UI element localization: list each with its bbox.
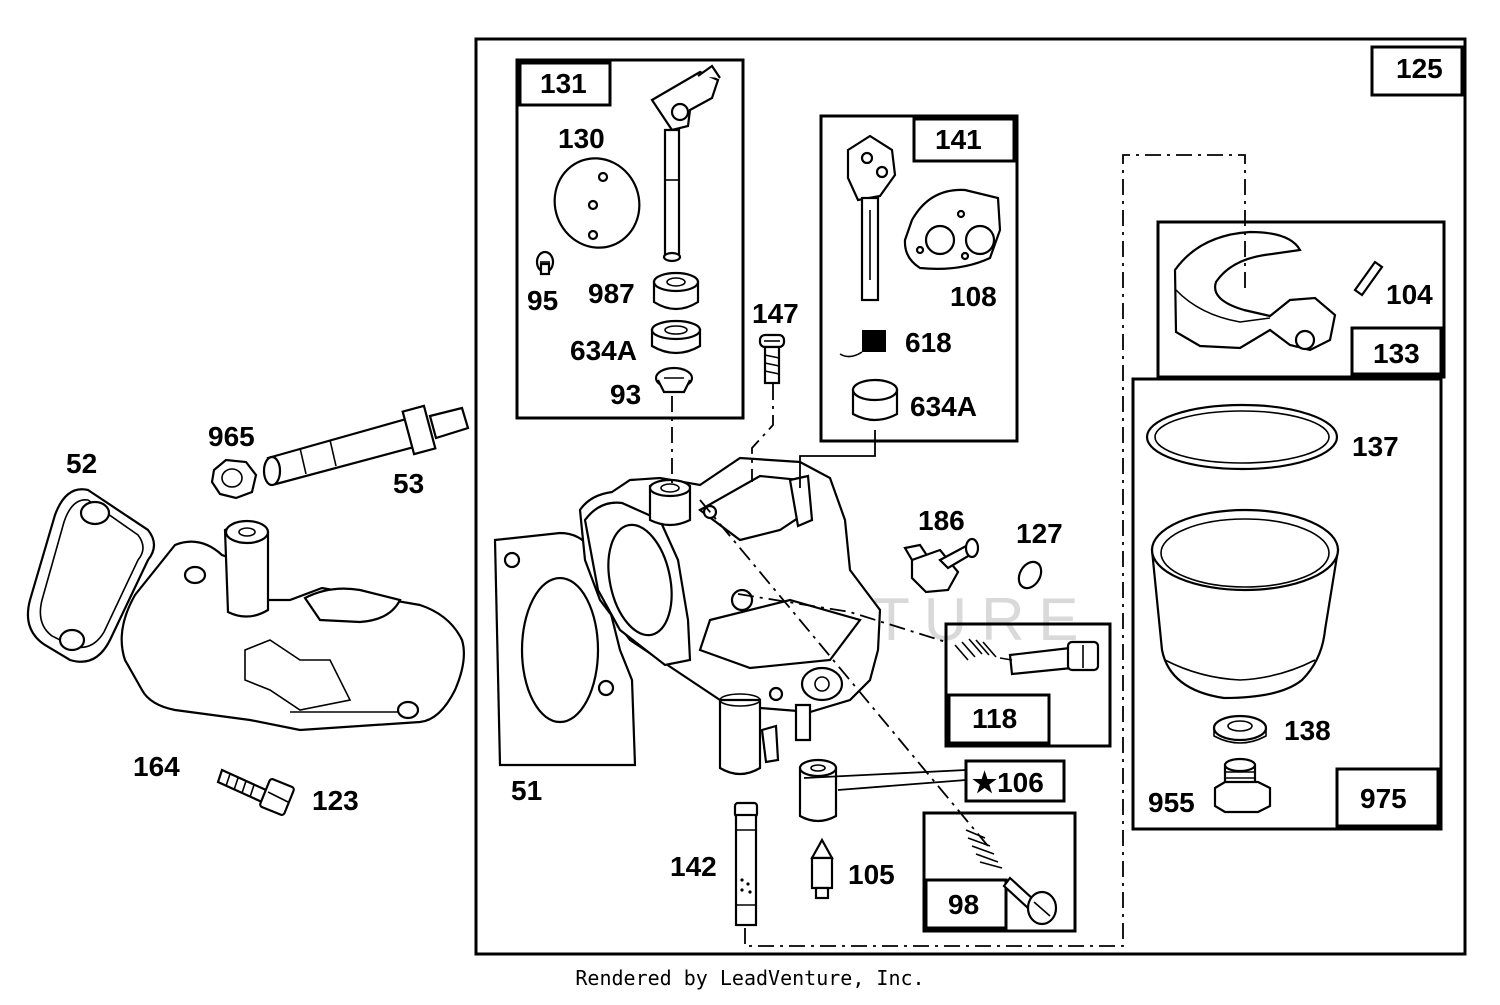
label-box-133 bbox=[1350, 326, 1443, 376]
part-label-118[interactable]: 118 bbox=[972, 703, 1017, 734]
screw-955-drawing[interactable] bbox=[1213, 757, 1272, 814]
part-label-137[interactable]: 137 bbox=[1352, 431, 1399, 462]
dash-line-118 bbox=[737, 593, 947, 643]
part-label-164[interactable]: 164 bbox=[133, 751, 180, 782]
label-box-125 bbox=[1370, 45, 1464, 97]
seal-634a-lower-drawing[interactable] bbox=[851, 378, 899, 422]
line-634a bbox=[799, 430, 876, 488]
label-box-975 bbox=[1335, 767, 1440, 828]
part-label-965[interactable]: 965 bbox=[208, 421, 255, 452]
part-label-955[interactable]: 955 bbox=[1148, 787, 1195, 818]
part-label-142[interactable]: 142 bbox=[670, 851, 717, 882]
carburetor-body-drawing[interactable] bbox=[578, 456, 882, 776]
choke-shaft-drawing[interactable] bbox=[846, 134, 897, 302]
gasket-52-drawing[interactable] bbox=[26, 488, 156, 663]
needle-105-drawing[interactable] bbox=[810, 837, 834, 900]
washer-138-drawing[interactable] bbox=[1212, 714, 1268, 744]
box-975 bbox=[1131, 377, 1443, 831]
kit-frame-125 bbox=[474, 37, 1467, 956]
part-label-634a-lower[interactable]: 634A bbox=[910, 391, 977, 422]
washer-127-drawing[interactable] bbox=[1014, 558, 1045, 592]
part-label-93[interactable]: 93 bbox=[610, 379, 641, 410]
box-133 bbox=[1156, 220, 1446, 379]
box-141 bbox=[819, 114, 1019, 443]
part-label-127[interactable]: 127 bbox=[1016, 518, 1063, 549]
part-label-52[interactable]: 52 bbox=[66, 448, 97, 479]
bowl-drawing[interactable] bbox=[1150, 508, 1340, 700]
label-box-141 bbox=[912, 117, 1016, 163]
part-label-634a-upper[interactable]: 634A bbox=[570, 335, 637, 366]
tube-142-drawing[interactable] bbox=[733, 801, 759, 927]
part-label-106[interactable]: ★106 bbox=[972, 767, 1044, 798]
part-label-51[interactable]: 51 bbox=[511, 775, 542, 806]
spring-98-drawing[interactable] bbox=[965, 829, 1058, 926]
label-box-98 bbox=[924, 878, 1008, 930]
label-box-118 bbox=[947, 693, 1051, 745]
spring-118-drawing[interactable] bbox=[954, 638, 1100, 676]
dash-line-98 bbox=[699, 499, 989, 847]
leader-106 bbox=[837, 779, 967, 791]
screw-147-drawing[interactable] bbox=[758, 333, 786, 385]
fitting-53-drawing[interactable] bbox=[262, 404, 470, 487]
part-label-975[interactable]: 975 bbox=[1360, 783, 1407, 814]
label-box-106 bbox=[964, 759, 1066, 803]
part-label-105[interactable]: 105 bbox=[848, 859, 895, 890]
part-label-987[interactable]: 987 bbox=[588, 278, 635, 309]
label-box-131 bbox=[518, 61, 612, 107]
screw-123-drawing[interactable] bbox=[216, 768, 295, 816]
part-label-53[interactable]: 53 bbox=[393, 468, 424, 499]
pin-104-drawing[interactable] bbox=[1353, 260, 1384, 297]
part-label-618[interactable]: 618 bbox=[905, 327, 952, 358]
throttle-plate-130-drawing[interactable] bbox=[542, 146, 652, 259]
leader-106-upper bbox=[803, 769, 967, 779]
screw-95-drawing[interactable] bbox=[535, 250, 555, 276]
part-label-130[interactable]: 130 bbox=[558, 123, 605, 154]
throttle-shaft-drawing[interactable] bbox=[650, 64, 721, 263]
elbow-186-drawing[interactable] bbox=[903, 537, 980, 594]
part-label-186[interactable]: 186 bbox=[918, 505, 965, 536]
box-98 bbox=[922, 811, 1077, 933]
spring-618-drawing[interactable] bbox=[839, 330, 886, 358]
seal-987-drawing[interactable] bbox=[652, 271, 700, 311]
choke-plate-108-drawing[interactable] bbox=[903, 188, 1002, 270]
gasket-137-drawing[interactable] bbox=[1145, 403, 1339, 471]
intake-manifold-164-drawing[interactable] bbox=[120, 519, 465, 732]
dash-line-142-to-float bbox=[744, 154, 1246, 947]
part-label-131[interactable]: 131 bbox=[540, 68, 587, 99]
box-118 bbox=[944, 622, 1112, 748]
screw-93-drawing[interactable] bbox=[654, 366, 694, 394]
part-label-133[interactable]: 133 bbox=[1373, 338, 1420, 369]
part-label-141[interactable]: 141 bbox=[935, 124, 982, 155]
footer-credit: Rendered by LeadVenture, Inc. bbox=[575, 966, 925, 990]
nut-965-drawing[interactable] bbox=[210, 458, 258, 500]
part-label-108[interactable]: 108 bbox=[950, 281, 997, 312]
part-label-98[interactable]: 98 bbox=[948, 889, 979, 920]
part-label-125[interactable]: 125 bbox=[1396, 53, 1443, 84]
part-label-123[interactable]: 123 bbox=[312, 785, 359, 816]
part-label-95[interactable]: 95 bbox=[527, 285, 558, 316]
box-131 bbox=[515, 58, 745, 420]
part-label-147[interactable]: 147 bbox=[752, 298, 799, 329]
part-label-138[interactable]: 138 bbox=[1284, 715, 1331, 746]
seal-634a-upper-drawing[interactable] bbox=[650, 319, 702, 355]
jet-106-drawing[interactable] bbox=[798, 758, 838, 823]
float-drawing[interactable] bbox=[1173, 230, 1337, 352]
part-label-104[interactable]: 104 bbox=[1386, 279, 1433, 310]
